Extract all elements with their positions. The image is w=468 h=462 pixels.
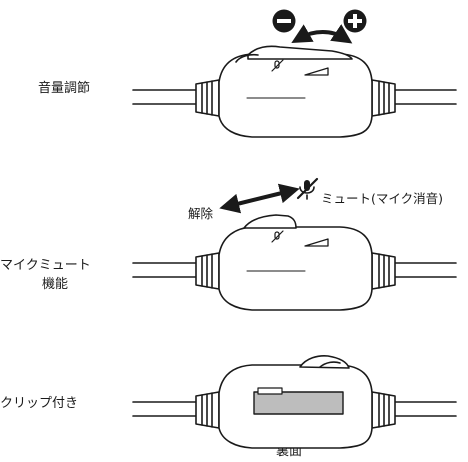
mute-description-label: ミュート(マイク消音) [321, 191, 444, 206]
wheel-edge [299, 355, 350, 369]
controller-body [218, 53, 373, 138]
clip-label: クリップ付き [0, 396, 79, 411]
cable-right [394, 401, 457, 417]
volume-control-label: 音量調節 [38, 81, 91, 96]
cable-right [394, 262, 457, 278]
clip [253, 391, 344, 415]
controller-mute [132, 214, 457, 311]
minus-circle-icon [272, 9, 296, 33]
strain-relief-right [371, 252, 396, 290]
strain-relief-left [195, 252, 220, 290]
strain-relief-left [195, 391, 220, 429]
strain-relief-right [371, 79, 396, 117]
mute-switch [243, 214, 297, 229]
controller-body [218, 226, 373, 311]
strain-relief-left [195, 79, 220, 117]
controller-back [132, 355, 457, 449]
cable-right [394, 89, 457, 105]
mic-muted-icon-small [271, 230, 284, 243]
switch-edge [319, 361, 341, 368]
clip-hinge [257, 387, 283, 395]
cable-left [132, 89, 197, 105]
plus-circle-icon [343, 9, 367, 33]
strain-relief-right [371, 391, 396, 429]
mic-muted-icon [296, 177, 319, 200]
mic-mute-label-line1: マイクミュート [0, 258, 91, 273]
controller-volume [132, 45, 457, 138]
cable-left [132, 262, 197, 278]
mute-double-arrow [219, 183, 300, 214]
mic-mute-label-line2: 機能 [42, 277, 69, 292]
volume-curved-arrow [291, 24, 353, 44]
cable-left [132, 401, 197, 417]
volume-ramp-icon [304, 67, 329, 76]
wheel-ridge-top [235, 53, 259, 63]
volume-ramp-icon [304, 238, 329, 247]
volume-wheel [247, 45, 353, 60]
mic-muted-icon-small [271, 59, 284, 72]
release-label: 解除 [188, 206, 214, 221]
